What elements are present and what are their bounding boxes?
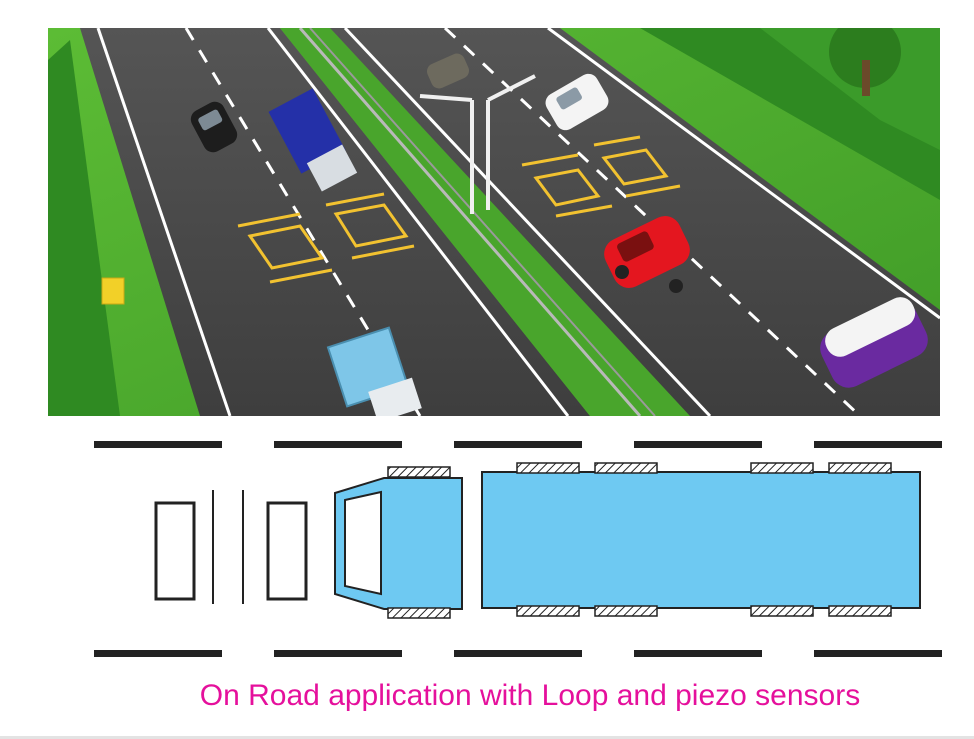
vehicle-black-car (190, 101, 238, 153)
highway-aerial-illustration (48, 28, 940, 416)
lane-marking-top (94, 441, 942, 448)
vehicle-grey-car (427, 53, 469, 89)
truck-icon (334, 471, 921, 610)
vehicle-blue-truck (268, 88, 358, 192)
axle-wheels (387, 462, 892, 619)
vehicle-light-blue-truck (326, 326, 422, 416)
vehicle-red-car (604, 216, 690, 293)
bottom-divider (0, 736, 974, 739)
lane-marking-bottom (94, 650, 942, 657)
loop-markings-right (521, 135, 681, 218)
street-lamp (419, 74, 536, 214)
figure-caption: On Road application with Loop and piezo … (199, 679, 861, 712)
sensor-schematic (94, 441, 942, 657)
median-strip (280, 28, 690, 416)
vehicle-white-van (545, 73, 609, 131)
right-carriageway (330, 28, 940, 416)
loop-markings-left (237, 192, 415, 284)
loop-sensor-icon (266, 501, 308, 601)
vehicle-purple-van (820, 297, 928, 388)
loop-sensor-icon (154, 501, 196, 601)
roadside-cabinet (101, 277, 125, 305)
